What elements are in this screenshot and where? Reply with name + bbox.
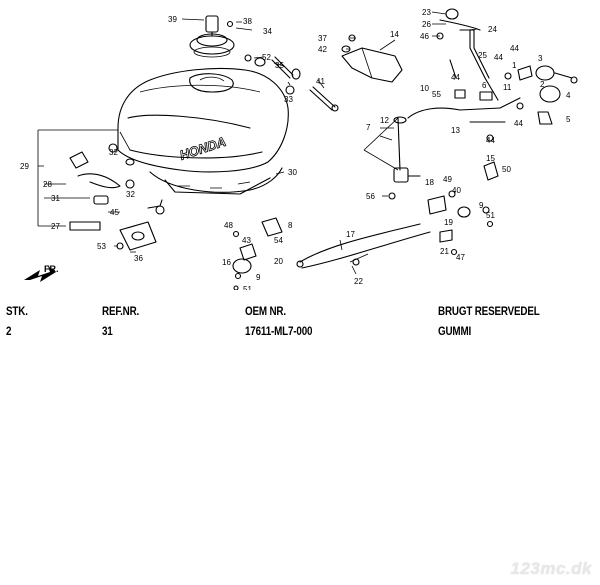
callout-label: 51 [243, 285, 252, 290]
callout-label: 48 [224, 221, 233, 230]
callout-label: 3 [538, 54, 543, 63]
callout-label: 44 [494, 53, 503, 62]
callout-label: 51 [486, 211, 495, 220]
callout-label: 30 [288, 168, 297, 177]
callout-label: 25 [478, 51, 487, 60]
callout-label: 14 [390, 30, 399, 39]
callout-label: 28 [43, 180, 52, 189]
callout-label: 20 [274, 257, 283, 266]
fuel-pump-sender [116, 199, 165, 251]
callout-labels: 39 38 34 52 35 33 41 37 42 14 23 26 46 2… [20, 8, 571, 290]
callout-label: 44 [486, 136, 495, 145]
callout-label: 47 [456, 253, 465, 262]
callout-label: 56 [366, 192, 375, 201]
callout-label: 18 [425, 178, 434, 187]
callout-label: 4 [566, 91, 571, 100]
evap-valve [504, 65, 578, 125]
callout-label: 39 [168, 15, 177, 24]
callout-label: 5 [566, 115, 571, 124]
callout-label: 55 [432, 90, 441, 99]
callout-label: 44 [451, 73, 460, 82]
callout-label: 49 [443, 175, 452, 184]
callout-label: 6 [482, 81, 487, 90]
vent-hoses [436, 8, 499, 101]
header-description: BRUGT RESERVEDEL [438, 304, 540, 318]
cell-description: GUMMI [438, 324, 472, 338]
cell-qty: 2 [6, 324, 12, 338]
callout-label: 11 [503, 83, 512, 92]
callout-label: 21 [440, 247, 449, 256]
site-watermark: 123mc.dk [510, 559, 592, 578]
callout-label: 33 [284, 95, 293, 104]
callout-label: 44 [510, 44, 519, 53]
callout-label: 1 [512, 61, 517, 70]
mounting-bracket [341, 34, 403, 83]
callout-label: 26 [422, 20, 431, 29]
callout-label: 9 [256, 273, 261, 282]
fuel-tank: HONDA [117, 67, 289, 173]
fuel-switch-assembly [232, 217, 283, 290]
fuel-valve-assembly [388, 97, 521, 200]
callout-label: 35 [275, 61, 284, 70]
tank-brand-lettering: HONDA [178, 134, 228, 163]
tank-bottom-plate [149, 167, 283, 195]
callout-label: 45 [110, 208, 119, 217]
exploded-view-drawing: HONDA [20, 8, 578, 290]
callout-label: 13 [451, 126, 460, 135]
choke-cables [296, 223, 431, 269]
header-oem: OEM NR. [245, 304, 286, 318]
fuel-cap-assembly [189, 15, 235, 58]
leader-lines [37, 11, 479, 275]
callout-label: 27 [51, 222, 60, 231]
callout-label: 29 [20, 162, 29, 171]
callout-label: 36 [134, 254, 143, 263]
cell-ref: 31 [102, 324, 113, 338]
callout-label: 10 [420, 84, 429, 93]
callout-label: 40 [452, 186, 461, 195]
left-fittings [69, 143, 135, 231]
callout-label: 22 [354, 277, 363, 286]
callout-label: 53 [97, 242, 106, 251]
parts-diagram: HONDA [0, 0, 600, 290]
callout-label: 46 [420, 32, 429, 41]
callout-label: 31 [51, 194, 60, 203]
header-ref: REF.NR. [102, 304, 140, 318]
callout-label: 43 [242, 236, 251, 245]
callout-label: 34 [263, 27, 272, 36]
cell-oem: 17611-ML7-000 [245, 324, 313, 338]
callout-label: 7 [366, 123, 371, 132]
callout-label: 42 [318, 45, 327, 54]
callout-label: 19 [444, 218, 453, 227]
callout-label: 32 [126, 190, 135, 199]
callout-label: 50 [502, 165, 511, 174]
right-lower-parts [427, 161, 499, 256]
callout-label: 52 [262, 53, 271, 62]
table-row: 2 31 17611-ML7-000 GUMMI [0, 320, 600, 340]
front-direction-arrow: FR. [24, 264, 59, 282]
callout-label: 24 [488, 25, 497, 34]
callout-label: 16 [222, 258, 231, 267]
callout-label: 38 [243, 17, 252, 26]
table-header-row: STK. REF.NR. OEM NR. BRUGT RESERVEDEL [0, 300, 600, 320]
callout-label: 44 [514, 119, 523, 128]
front-marker-label: FR. [44, 264, 59, 274]
callout-label: 12 [380, 116, 389, 125]
callout-label: 41 [316, 77, 325, 86]
callout-label: 17 [346, 230, 355, 239]
callout-label: 54 [274, 236, 283, 245]
parts-table: STK. REF.NR. OEM NR. BRUGT RESERVEDEL 2 … [0, 300, 600, 340]
header-qty: STK. [6, 304, 28, 318]
callout-label: 23 [422, 8, 431, 17]
callout-label: 9 [479, 201, 484, 210]
callout-label: 37 [318, 34, 327, 43]
callout-label: 8 [288, 221, 293, 230]
callout-label: 15 [486, 154, 495, 163]
callout-label: 2 [540, 80, 545, 89]
callout-label: 32 [109, 148, 118, 157]
